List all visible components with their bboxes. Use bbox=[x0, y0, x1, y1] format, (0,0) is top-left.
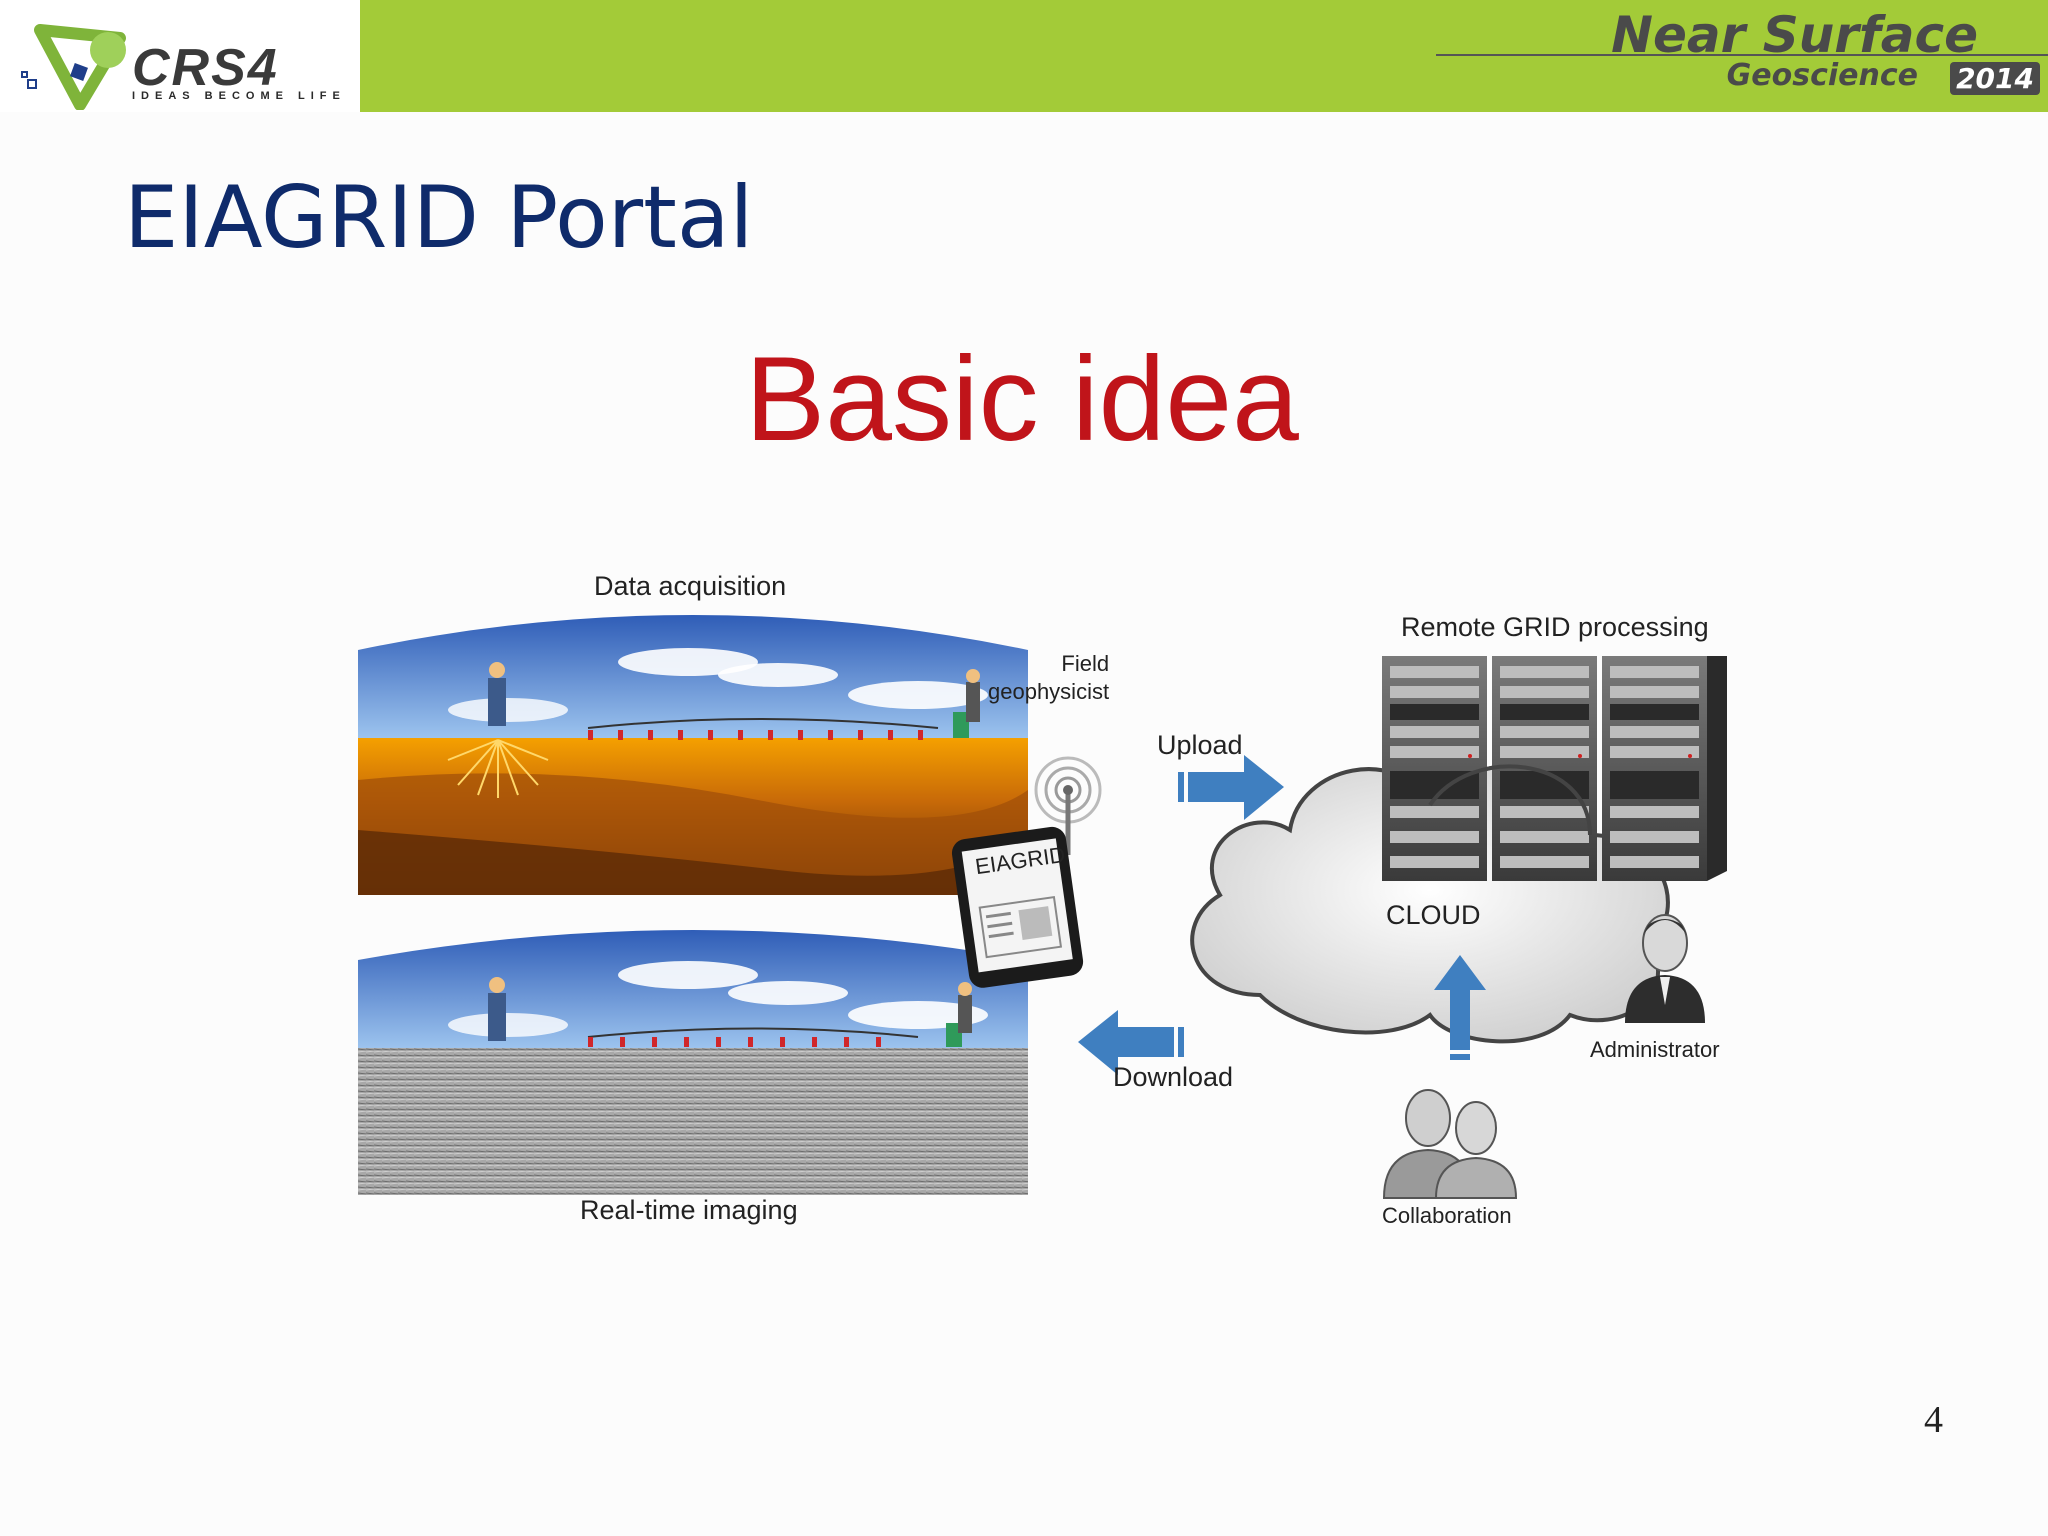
header-bar bbox=[360, 0, 2048, 112]
page-number: 4 bbox=[1924, 1399, 1943, 1441]
remote-grid-processing-label: Remote GRID processing bbox=[1401, 612, 1709, 642]
slide-title: EIAGRID Portal bbox=[124, 168, 754, 268]
conference-subtitle: Geoscience bbox=[1726, 58, 1918, 93]
antenna-icon bbox=[1034, 756, 1102, 855]
acquisition-panel bbox=[358, 615, 1028, 895]
download-arrow-icon bbox=[1078, 1010, 1184, 1075]
cloud-label: CLOUD bbox=[1386, 900, 1481, 930]
conference-name: Near Surface bbox=[1611, 6, 1978, 64]
conference-year: 2014 bbox=[1950, 62, 2040, 95]
logo-tagline: IDEAS BECOME LIFE bbox=[132, 90, 346, 102]
header-divider-line bbox=[1436, 54, 2048, 56]
logo-name: CRS4 bbox=[132, 39, 279, 97]
upload-arrow-icon bbox=[1178, 755, 1284, 820]
download-label: Download bbox=[1113, 1062, 1234, 1092]
tablet-icon bbox=[951, 826, 1084, 988]
collaboration-people-icon bbox=[1382, 1089, 1518, 1199]
collaboration-arrow-icon bbox=[1434, 955, 1486, 1060]
upload-label: Upload bbox=[1157, 730, 1243, 760]
server-rack-icon bbox=[1382, 656, 1727, 881]
crs4-logo-icon bbox=[21, 24, 126, 110]
logo-area: CRS4 IDEAS BECOME LIFE bbox=[0, 0, 360, 112]
real-time-imaging-label: Real-time imaging bbox=[580, 1195, 798, 1225]
administrator-label: Administrator bbox=[1590, 1037, 1720, 1062]
field-geophysicist-label: Field geophysicist bbox=[988, 651, 1110, 704]
administrator-icon bbox=[1625, 914, 1705, 1023]
data-acquisition-label: Data acquisition bbox=[594, 571, 787, 601]
imaging-panel bbox=[358, 930, 1028, 1195]
cloud-outline bbox=[1428, 764, 1592, 836]
collaboration-label: Collaboration bbox=[1382, 1203, 1512, 1228]
slide-subtitle: Basic idea bbox=[745, 332, 1299, 466]
